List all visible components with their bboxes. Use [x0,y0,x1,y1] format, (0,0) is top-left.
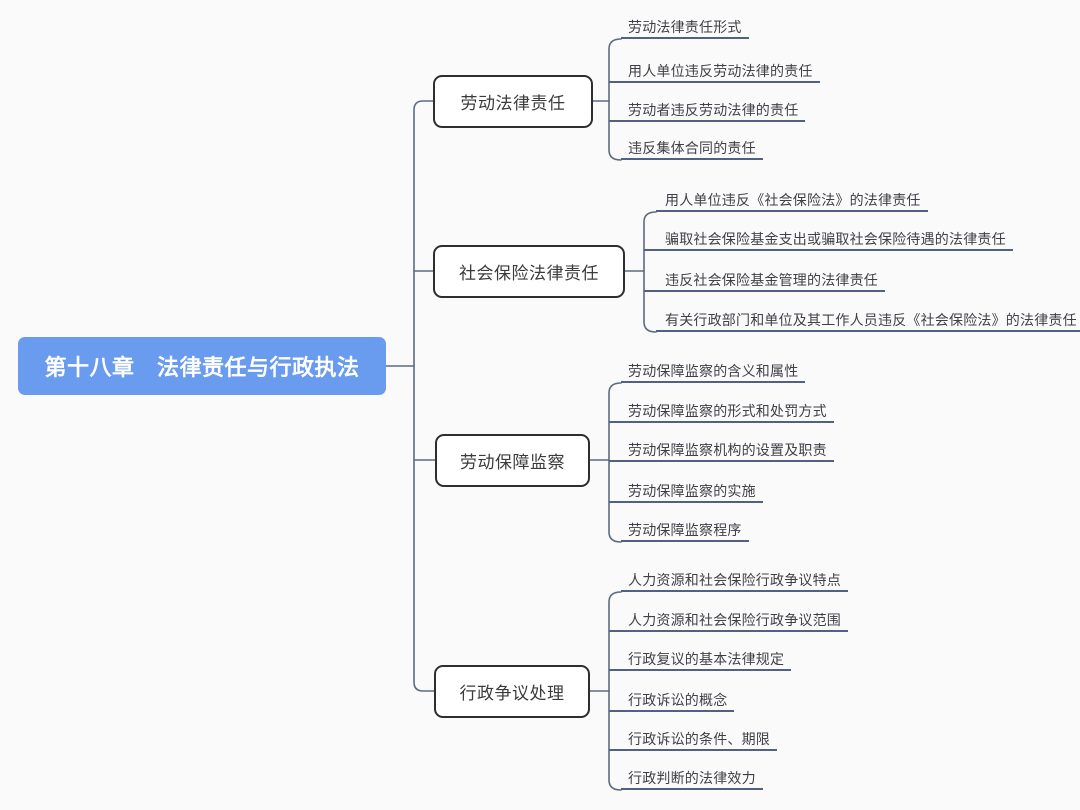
trunk-to-branch-1 [413,100,434,367]
branch-node-social-insurance-liability[interactable]: 社会保险法律责任 [433,245,625,298]
branch-node-labor-security-supervision[interactable]: 劳动保障监察 [435,434,590,487]
leaf-topic[interactable]: 劳动保障监察机构的设置及职责 [609,440,834,462]
leaf-topic[interactable]: 用人单位违反劳动法律的责任 [609,61,820,83]
leaf-topic[interactable]: 行政复议的基本法律规定 [609,649,792,671]
leaf-topic[interactable]: 人力资源和社会保险行政争议范围 [609,610,848,632]
leaf-topic[interactable]: 行政判断的法律效力 [621,768,763,790]
branch-node-administrative-dispute[interactable]: 行政争议处理 [434,665,590,718]
leaf-topic[interactable]: 劳动保障监察程序 [621,520,749,542]
leaf-topic[interactable]: 劳动法律责任形式 [621,17,749,39]
leaf-topic[interactable]: 用人单位违反《社会保险法》的法律责任 [656,190,928,212]
leaf-topic[interactable]: 违反社会保险基金管理的法律责任 [644,270,885,292]
leaf-topic[interactable]: 行政诉讼的条件、期限 [609,729,777,751]
leaf-topic[interactable]: 劳动保障监察的实施 [609,481,763,503]
leaf-topic[interactable]: 违反集体合同的责任 [621,138,763,160]
leaf-topic[interactable]: 劳动者违反劳动法律的责任 [609,100,806,122]
root-node[interactable]: 第十八章 法律责任与行政执法 [18,337,386,395]
leaf-topic[interactable]: 人力资源和社会保险行政争议特点 [621,570,848,592]
leaf-topic[interactable]: 行政诉讼的概念 [609,690,735,712]
leaf-topic[interactable]: 有关行政部门和单位及其工作人员违反《社会保险法》的法律责任 [656,310,1080,332]
leaf-topic[interactable]: 骗取社会保险基金支出或骗取社会保险待遇的法律责任 [644,229,1013,251]
leaf-topic[interactable]: 劳动保障监察的含义和属性 [621,361,806,383]
trunk-to-branch-4 [413,365,435,692]
branch-node-labor-legal-liability[interactable]: 劳动法律责任 [433,75,593,128]
leaf-topic[interactable]: 劳动保障监察的形式和处罚方式 [609,401,834,423]
